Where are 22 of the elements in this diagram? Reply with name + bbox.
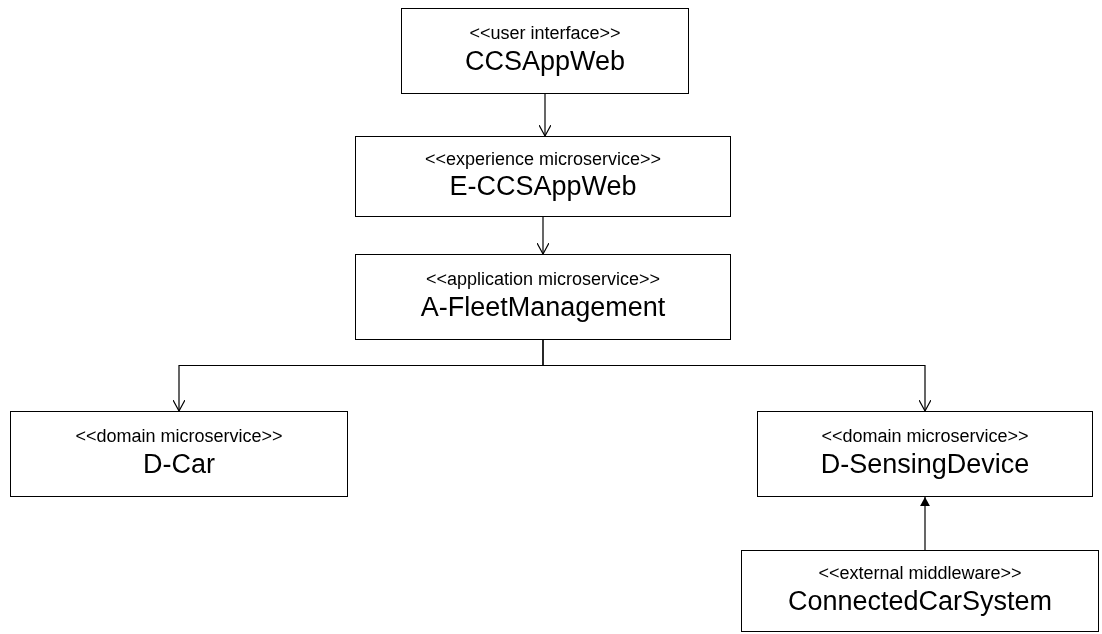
- arrow: [542, 339, 932, 412]
- stereotype-label: <<application microservice>>: [425, 269, 661, 291]
- component-box: [355, 254, 731, 340]
- arrow: [538, 93, 552, 137]
- component-name: D-Car: [143, 447, 215, 481]
- component-name: A-FleetManagement: [420, 290, 666, 324]
- component-box: [401, 8, 689, 94]
- stereotype-label: <<domain microservice>>: [75, 426, 283, 448]
- stereotype-label: <<external middleware>>: [818, 563, 1022, 585]
- arrow: [920, 496, 930, 551]
- component-box: [355, 136, 731, 217]
- component-name: D-SensingDevice: [820, 447, 1030, 481]
- stereotype-label: <<experience microservice>>: [424, 148, 662, 171]
- arrow: [536, 216, 550, 255]
- component-name: CCSAppWeb: [464, 44, 626, 78]
- component-box: [741, 550, 1099, 632]
- stereotype-label: <<domain microservice>>: [821, 426, 1029, 448]
- component-box: [757, 411, 1093, 497]
- component-name: E-CCSAppWeb: [449, 170, 637, 204]
- component-name: ConnectedCarSystem: [787, 584, 1053, 618]
- stereotype-label: <<user interface>>: [469, 23, 621, 45]
- component-box: [10, 411, 348, 497]
